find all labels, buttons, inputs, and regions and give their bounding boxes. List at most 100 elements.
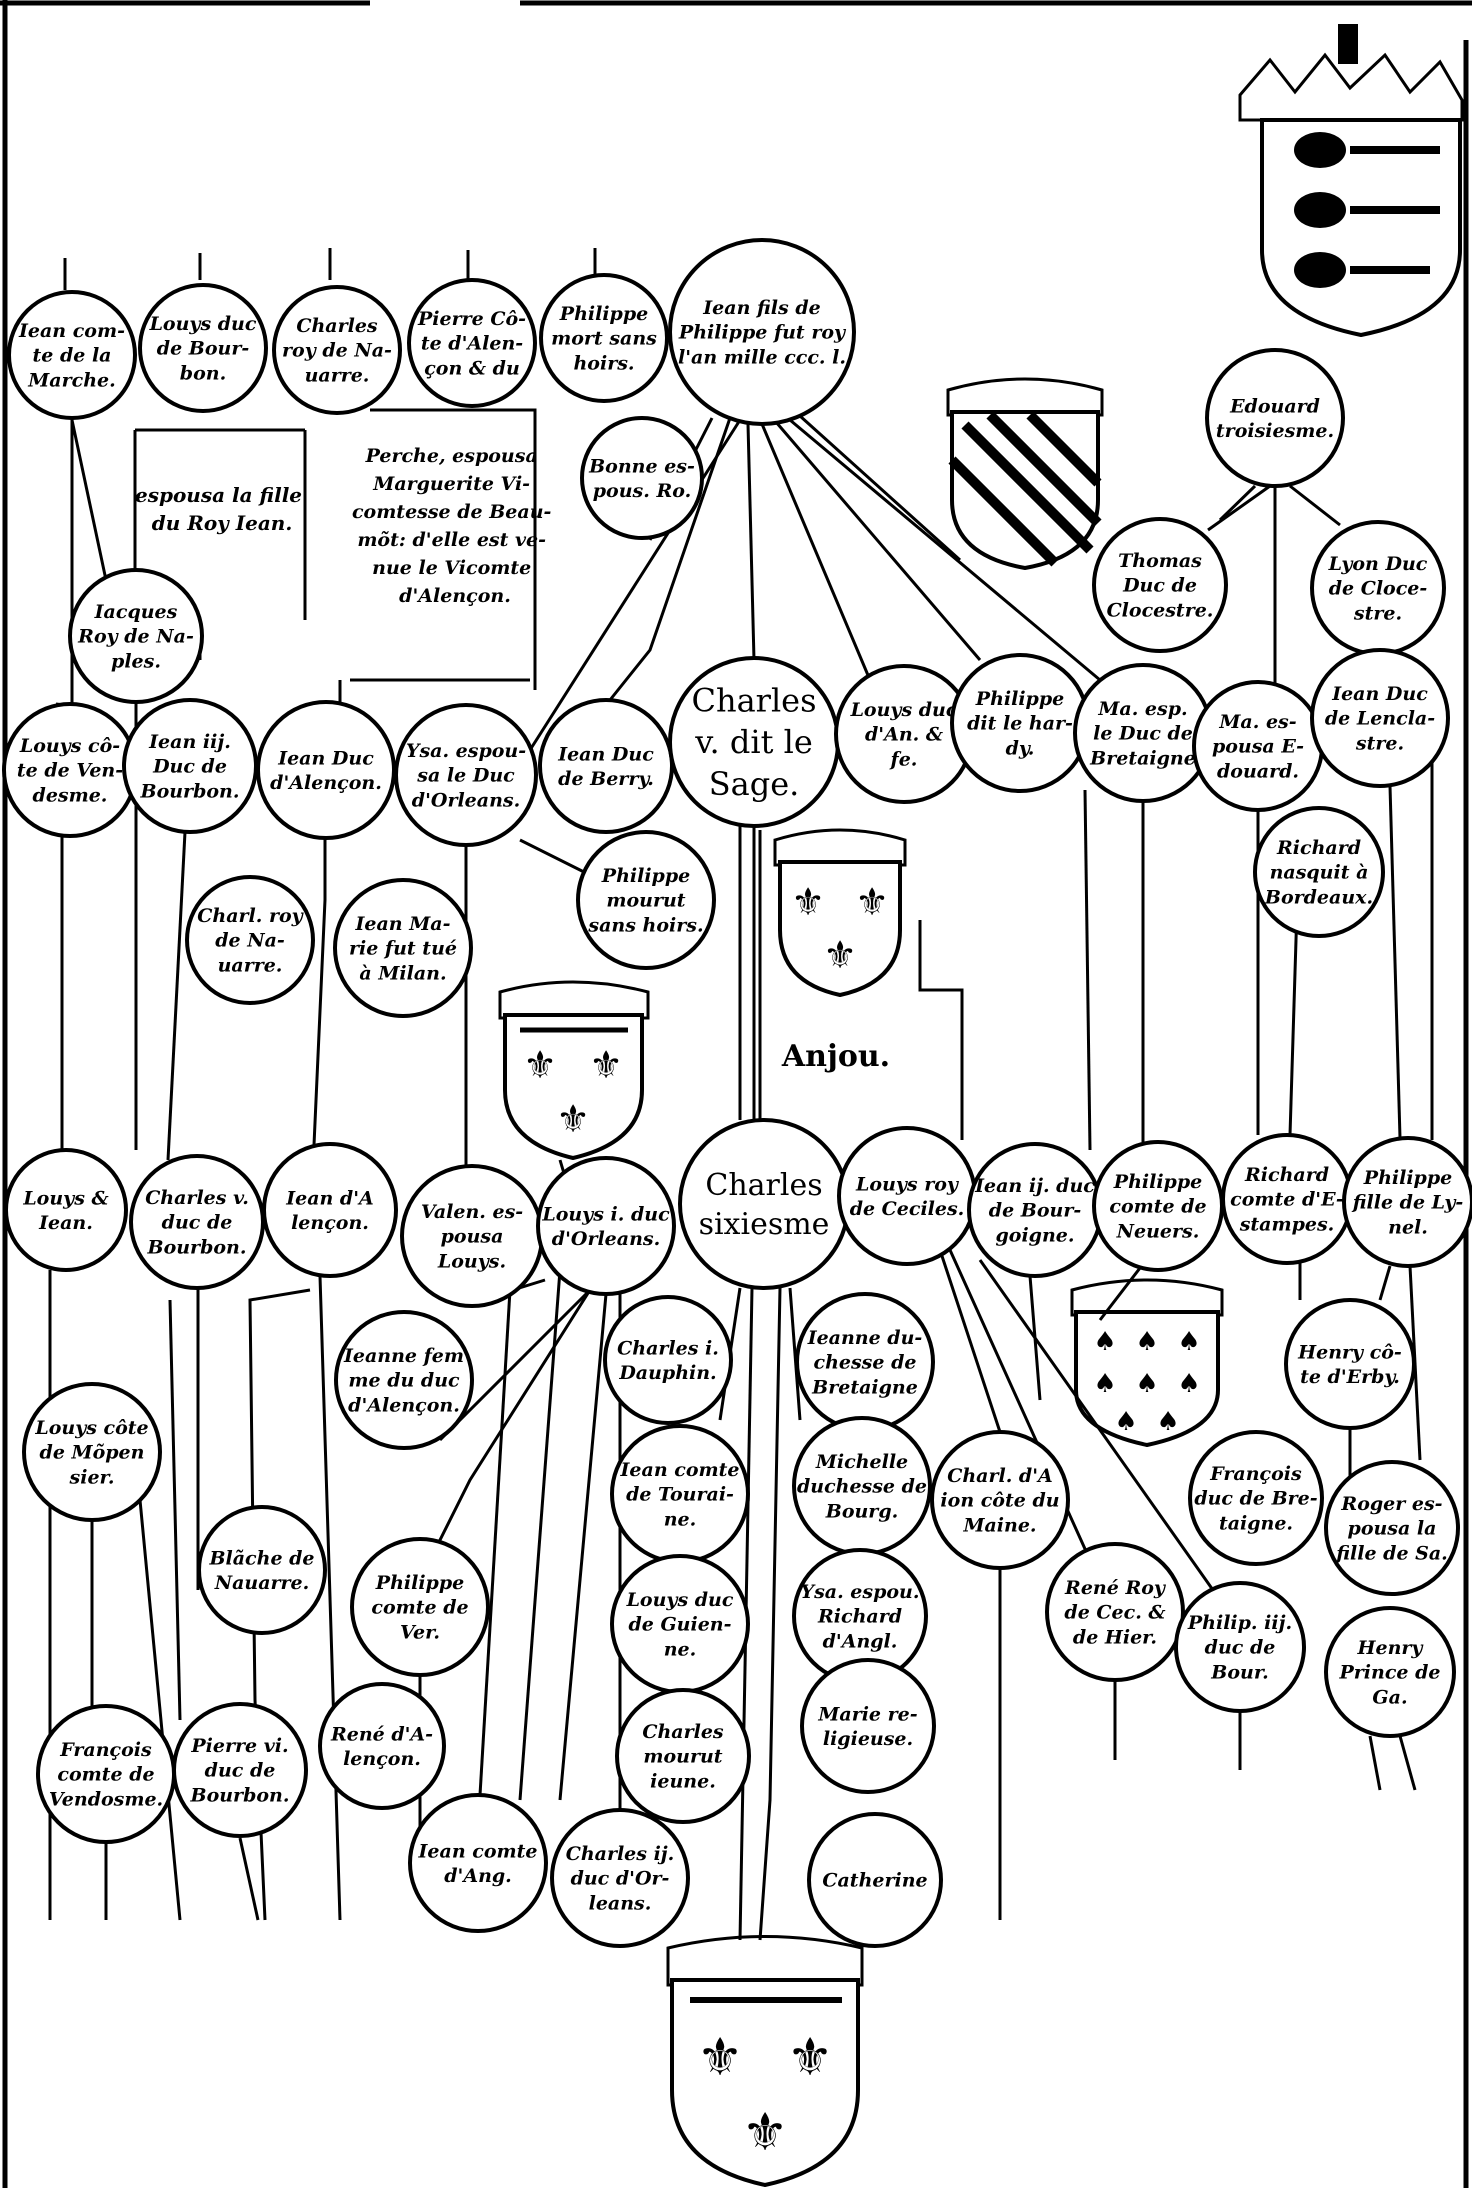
- tree-link-34: [978, 1259, 1222, 1601]
- person-node-label: Bonne es-pous. Ro.: [588, 455, 695, 502]
- person-node-circle: [580, 416, 704, 540]
- perche-note: Perche, espousa Marguerite Vi- comtesse …: [352, 445, 558, 607]
- tree-link-1: [608, 417, 732, 701]
- tree-link-50: [168, 1299, 182, 1721]
- person-node-label: Charles ij.duc d'Or-leans.: [566, 1843, 675, 1914]
- tree-link-3: [746, 423, 756, 661]
- tree-link-35: [1028, 1275, 1042, 1401]
- tree-link-28: [758, 1287, 782, 1941]
- heraldic-shield-bend-icon: [946, 377, 1104, 571]
- person-node-pierre-alencon: Pierre Cô-te d'Alen-çon & du: [407, 278, 537, 408]
- tree-link-41: [558, 1293, 608, 1801]
- person-node-circle: [536, 1156, 676, 1296]
- tree-link-45: [428, 1289, 592, 1561]
- tree-link-46: [518, 1269, 562, 1801]
- person-node-circle: [615, 1688, 751, 1824]
- person-node-circle: [1174, 1581, 1306, 1713]
- person-node-circle: [408, 1793, 548, 1933]
- tree-link-33: [938, 1249, 1002, 1433]
- tree-link-55: [238, 1837, 260, 1921]
- person-node-circle: [550, 1808, 690, 1948]
- person-node-charles-ii-orleans: Charles ij.duc d'Or-leans.: [550, 1808, 690, 1948]
- person-node-circle: [800, 1658, 936, 1794]
- person-node-label: Marie re-ligieuse.: [817, 1703, 917, 1750]
- svg-text:♠: ♠: [1177, 1369, 1200, 1399]
- person-node-label: Henry cô-te d'Erby.: [1297, 1341, 1402, 1388]
- tree-link-6: [789, 418, 1101, 682]
- person-node-circle: [539, 273, 669, 403]
- svg-text:♠: ♠: [1093, 1327, 1116, 1357]
- tree-link-60: [1368, 1735, 1382, 1791]
- person-node-label: Charles i.Dauphin.: [617, 1337, 719, 1384]
- person-node-circle: [272, 285, 402, 415]
- tree-link-5: [774, 421, 982, 661]
- navarre-note: espousa la fille du Roy Iean.: [135, 483, 309, 535]
- person-node-label: Louys cô-te de Ven-desme.: [17, 735, 123, 806]
- person-node-circle: [807, 1812, 943, 1948]
- heraldic-shield-lions-icon: [1260, 118, 1462, 338]
- person-node-rene-alencon: René d'A-lençon.: [318, 1682, 446, 1810]
- tree-link-8: [1207, 484, 1271, 532]
- svg-text:⚜: ⚜: [523, 1043, 557, 1087]
- person-node-circle: [334, 1310, 474, 1450]
- tree-link-44: [438, 1288, 592, 1442]
- person-node-circle: [837, 1126, 977, 1266]
- person-node-circle: [122, 698, 258, 834]
- person-node-marie: Marie re-ligieuse.: [800, 1658, 936, 1794]
- svg-text:⚜: ⚜: [697, 2028, 744, 2088]
- person-node-circle: [678, 1118, 850, 1290]
- person-node-circle: [1324, 1606, 1456, 1738]
- person-node-circle: [576, 830, 716, 970]
- person-node-circle: [1253, 806, 1385, 938]
- tree-link-13: [70, 419, 108, 581]
- person-node-circle: [197, 1505, 327, 1635]
- tree-link-12: [55, 418, 74, 708]
- tree-link-17: [312, 838, 327, 1146]
- tree-link-7: [798, 414, 962, 562]
- person-node-circle: [1188, 1430, 1324, 1566]
